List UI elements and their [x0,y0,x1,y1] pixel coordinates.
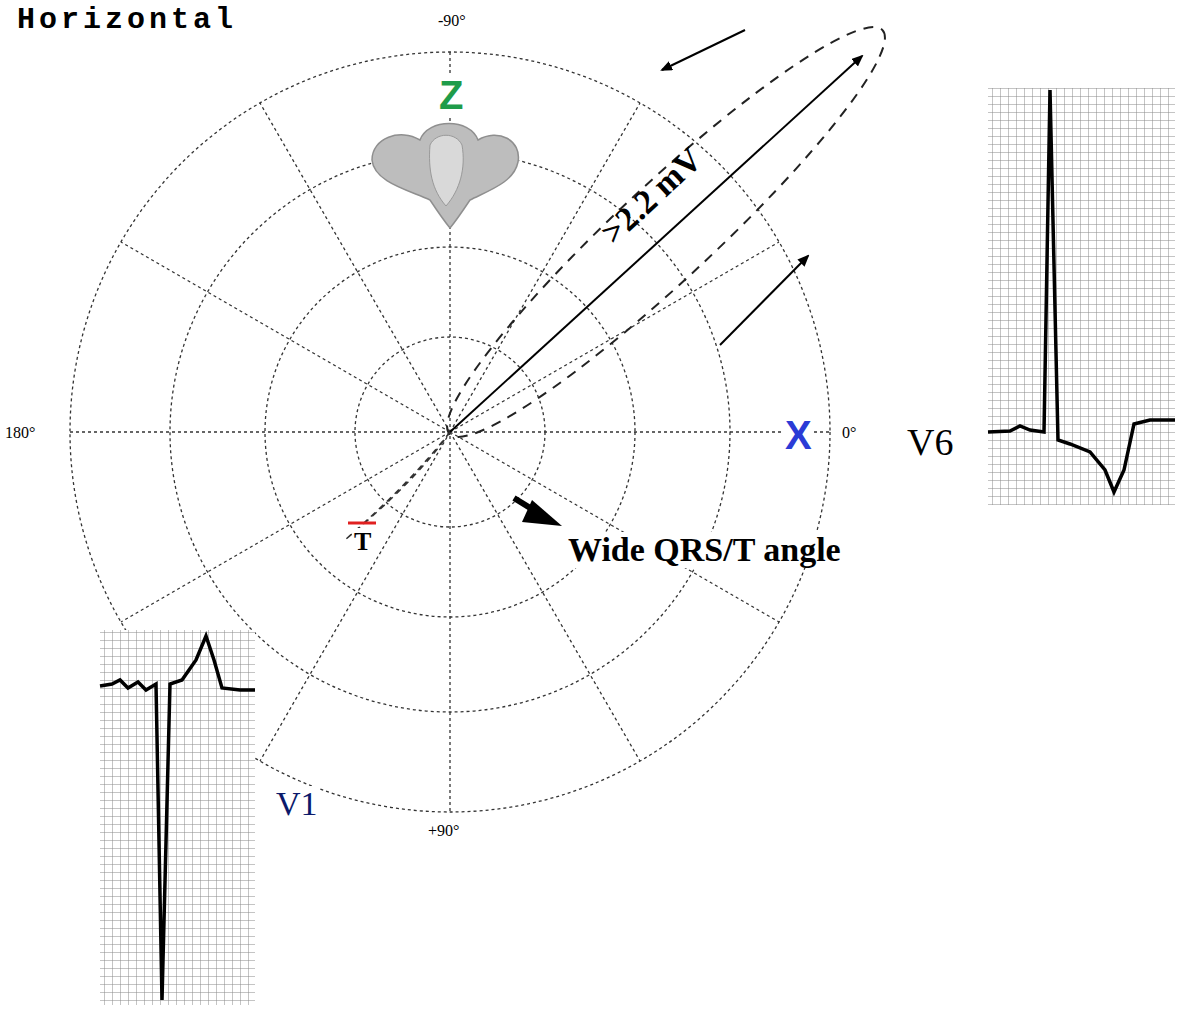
angle-label: -90° [436,12,468,30]
heart-icon [372,124,518,229]
angle-arrow [514,498,562,526]
lead-label: V6 [905,422,955,462]
angle-label: 0° [840,424,858,442]
t-vector-label: T [352,528,373,556]
angle-label: +90° [426,822,461,840]
amplitude-label: >2.2 mV [593,139,711,252]
axis-label: X [783,414,814,456]
qrs-loop [417,0,915,469]
angle-label: 180° [3,424,37,442]
t-loop [345,432,450,540]
axis-label: Z [437,74,465,116]
ecg-strip-v6 [988,88,1175,505]
plot-title: Horizontal [15,4,239,36]
lead-label: V1 [274,786,320,822]
ecg-strip-v1 [100,630,255,1005]
annotation-label: Wide QRS/T angle [566,532,843,568]
